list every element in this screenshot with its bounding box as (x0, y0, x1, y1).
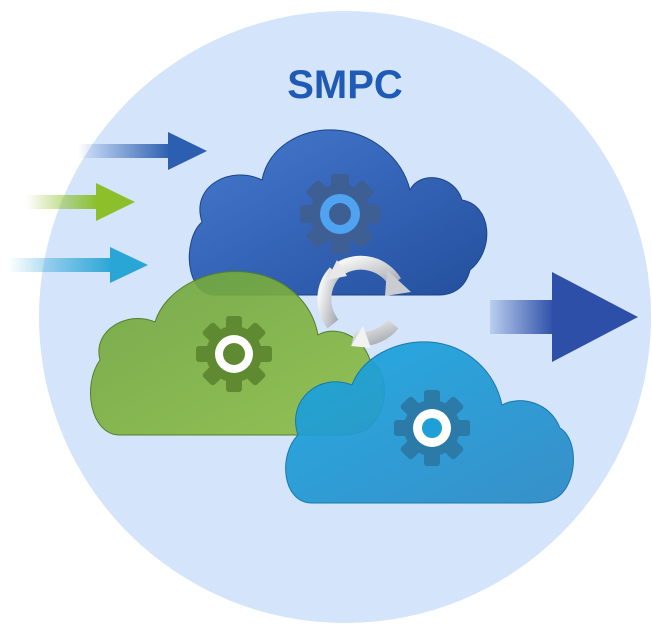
gear-icon (196, 316, 272, 392)
gear-icon (300, 174, 380, 254)
diagram-title: SMPC (287, 63, 403, 107)
input-arrow-top (78, 132, 207, 170)
sync-icon (317, 255, 411, 348)
gear-icon (394, 390, 470, 466)
output-arrow (490, 272, 638, 362)
input-arrow-bottom (8, 247, 148, 283)
input-arrow-middle (26, 183, 135, 221)
